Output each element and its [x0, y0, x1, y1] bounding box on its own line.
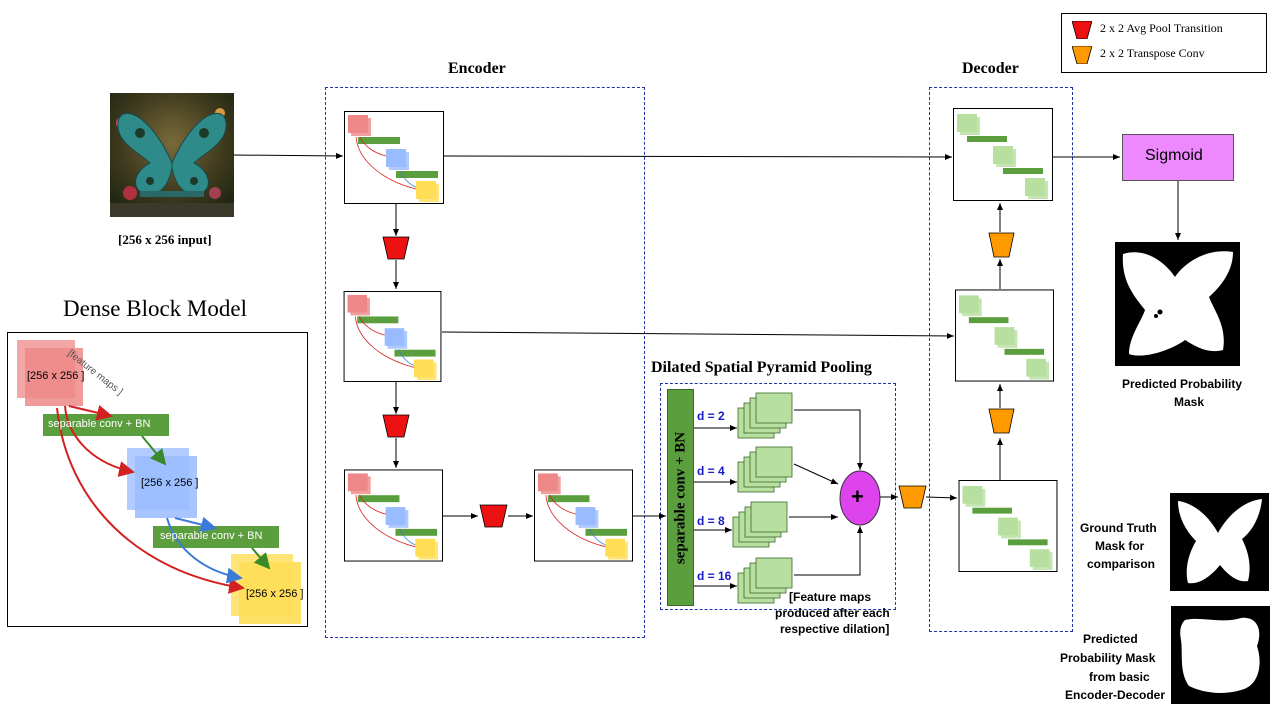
- dense-map-label-1: [256 x 256 ]: [27, 370, 85, 382]
- input-image: [110, 93, 234, 217]
- concat-plus-circle: [839, 470, 881, 526]
- dspp-stack-3: [732, 501, 788, 548]
- encoder-title: Encoder: [448, 60, 506, 77]
- dspp-note-line-1: [Feature maps: [789, 590, 872, 604]
- avg-pool-transition-3: [479, 504, 508, 528]
- concat-plus-sign: +: [851, 484, 864, 509]
- dspp-conv-bar: [667, 389, 694, 606]
- sigmoid-label: Sigmoid: [1145, 147, 1203, 164]
- encoder-block-2: [343, 291, 442, 382]
- transpose-conv-legend-icon: [1072, 46, 1092, 64]
- legend-avg-pool-label: 2 x 2 Avg Pool Transition: [1100, 21, 1223, 35]
- legend-transpose-conv-label: 2 x 2 Transpose Conv: [1100, 46, 1205, 60]
- dense-map-label-3: [256 x 256 ]: [246, 588, 304, 600]
- basic-caption-2: Probability Mask: [1060, 651, 1156, 665]
- predicted-mask-caption-2: Mask: [1174, 395, 1205, 409]
- dilation-label-4: d = 16: [697, 569, 732, 583]
- dspp-title: Dilated Spatial Pyramid Pooling: [651, 359, 872, 376]
- dense-map-label-2: [256 x 256 ]: [141, 477, 199, 489]
- dense-conv-label-2: separable conv + BN: [160, 530, 263, 542]
- decoder-region: [929, 87, 1073, 632]
- decoder-block-2: [955, 289, 1054, 382]
- basic-mask-image: [1171, 606, 1270, 704]
- legend-box: 2 x 2 Avg Pool Transition 2 x 2 Transpos…: [1061, 13, 1267, 73]
- dspp-stack-1: [737, 392, 793, 439]
- dspp-note-line-3: respective dilation]: [780, 622, 890, 636]
- predicted-mask-image: [1115, 242, 1240, 366]
- decoder-block-1: [953, 108, 1053, 201]
- sigmoid-box: [1122, 134, 1234, 181]
- basic-caption-4: Encoder-Decoder: [1065, 688, 1166, 702]
- ground-truth-caption-3: comparison: [1087, 557, 1156, 571]
- dense-block-diagram: [17, 340, 301, 624]
- encoder-block-1: [344, 111, 444, 204]
- predicted-mask-caption-1: Predicted Probability: [1122, 377, 1243, 391]
- basic-caption-3: from basic: [1089, 670, 1150, 684]
- avg-pool-transition-1: [382, 236, 410, 260]
- dspp-stack-2: [737, 446, 793, 493]
- dense-block-title: Dense Block Model: [63, 296, 247, 321]
- transpose-conv-1: [988, 232, 1015, 258]
- transpose-conv-2: [988, 408, 1015, 434]
- encoder-block-3: [344, 469, 443, 562]
- decoder-block-3: [958, 480, 1058, 572]
- dilation-label-2: d = 4: [697, 464, 725, 478]
- dilation-label-3: d = 8: [697, 514, 725, 528]
- dense-conv-label-1: separable conv + BN: [48, 418, 151, 430]
- ground-truth-mask-image: [1170, 493, 1269, 591]
- transpose-conv-3: [898, 485, 927, 509]
- encoder-block-4: [534, 469, 633, 562]
- ground-truth-caption-2: Mask for: [1095, 539, 1145, 553]
- basic-caption-1: Predicted: [1083, 632, 1138, 646]
- input-caption: [256 x 256 input]: [118, 232, 212, 247]
- encoder-region: [325, 87, 645, 638]
- ground-truth-caption-1: Ground Truth: [1080, 521, 1157, 535]
- dspp-stack-4: [737, 557, 793, 604]
- avg-pool-transition-2: [382, 414, 410, 438]
- decoder-title: Decoder: [962, 60, 1019, 77]
- avg-pool-legend-icon: [1072, 21, 1092, 39]
- dilation-label-1: d = 2: [697, 409, 725, 423]
- dspp-note-line-2: produced after each: [775, 606, 890, 620]
